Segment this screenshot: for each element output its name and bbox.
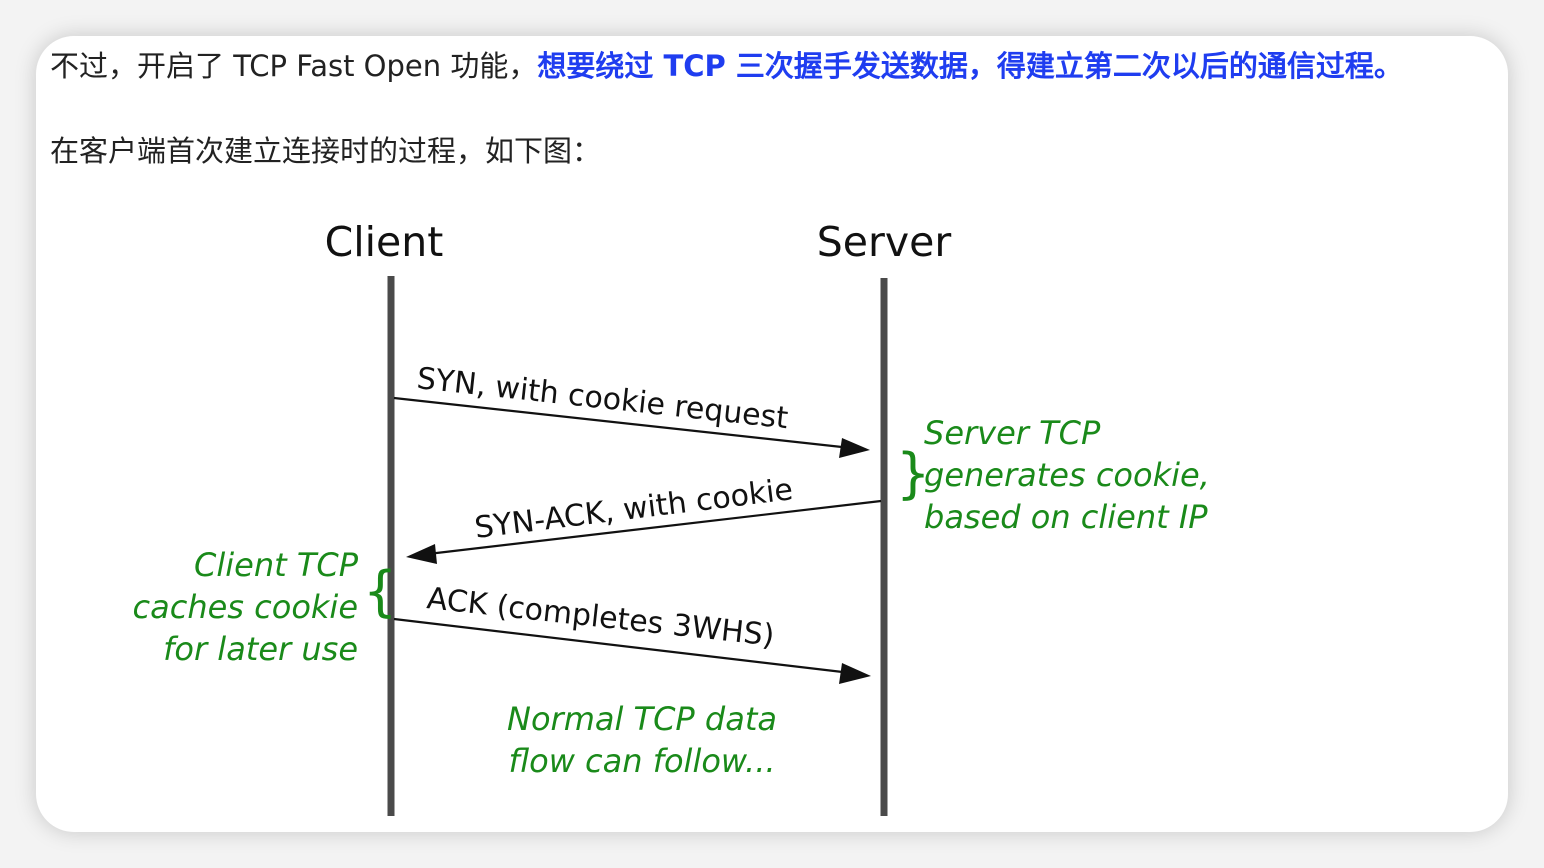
syn-ack-arrow-head xyxy=(406,544,437,564)
client-header: Client xyxy=(325,218,444,266)
server-note-line-3: based on client IP xyxy=(924,498,1208,536)
paragraph-diagram-caption: 在客户端首次建立连接时的过程，如下图： xyxy=(50,134,602,168)
server-note-brace: } xyxy=(896,442,930,505)
content-card: 不过，开启了 TCP Fast Open 功能，想要绕过 TCP 三次握手发送数… xyxy=(36,36,1508,832)
syn-ack-arrow-line xyxy=(427,499,882,556)
intro-highlight: 想要绕过 TCP 三次握手发送数据，得建立第二次以后的通信过程。 xyxy=(537,49,1403,83)
ack-arrow-head xyxy=(839,663,871,684)
server-note-line-2: generates cookie, xyxy=(924,456,1210,494)
server-header: Server xyxy=(817,218,952,266)
client-note-line-2: caches cookie xyxy=(133,588,358,626)
server-note-line-1: Server TCP xyxy=(924,414,1101,452)
follow-note-line-1: Normal TCP data xyxy=(507,700,777,738)
paragraph-intro: 不过，开启了 TCP Fast Open 功能，想要绕过 TCP 三次握手发送数… xyxy=(50,46,1403,86)
tcp-fast-open-diagram: Client Server SYN, with cookie request S… xyxy=(133,218,1210,816)
client-note-line-3: for later use xyxy=(163,630,358,668)
follow-note-line-2: flow can follow... xyxy=(508,742,775,780)
syn-label: SYN, with cookie request xyxy=(415,361,790,436)
syn-ack-label: SYN-ACK, with cookie xyxy=(473,472,795,546)
ack-arrow-line xyxy=(393,617,852,675)
client-note-brace: { xyxy=(363,560,397,623)
syn-arrow-line xyxy=(393,396,852,450)
intro-lead: 不过，开启了 TCP Fast Open 功能， xyxy=(50,49,538,83)
syn-arrow-head xyxy=(839,438,870,458)
client-note-line-1: Client TCP xyxy=(194,546,359,584)
